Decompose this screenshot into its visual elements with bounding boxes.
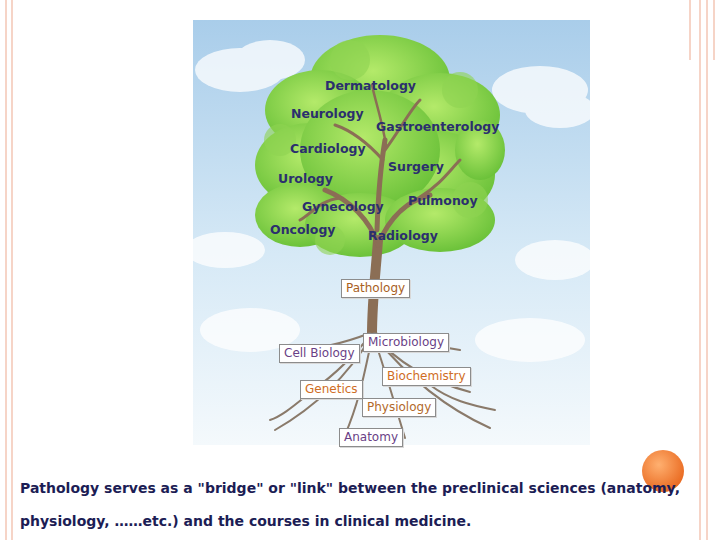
subject-name: Pathology: [346, 281, 405, 296]
subject-box: Physiology: [362, 398, 436, 417]
subject-name: Anatomy: [344, 430, 398, 445]
specialty-label: Oncology: [270, 222, 336, 237]
subject-name: Physiology: [367, 400, 431, 415]
subject-box: Anatomy: [339, 428, 403, 447]
subject-name: Microbiology: [368, 335, 444, 350]
specialty-label: Cardiology: [290, 141, 366, 156]
slide-caption: Pathology serves as a "bridge" or "link"…: [20, 472, 710, 538]
specialty-label: Pulmonoy: [408, 193, 478, 208]
specialty-label: Surgery: [388, 159, 444, 174]
subject-box: Genetics: [300, 380, 363, 399]
subject-box: Cell Biology: [279, 344, 360, 363]
specialty-label: Neurology: [291, 106, 364, 121]
subject-box: Pathology: [341, 279, 410, 298]
subject-name: Genetics: [305, 382, 358, 397]
subject-box: Biochemistry: [382, 367, 471, 386]
subject-name: Biochemistry: [387, 369, 466, 384]
specialty-label: Gynecology: [302, 199, 384, 214]
specialty-label: Dermatology: [325, 78, 416, 93]
specialty-label: Urology: [278, 171, 333, 186]
subject-box: Microbiology: [363, 333, 449, 352]
specialty-label: Radiology: [368, 228, 438, 243]
subject-name: Cell Biology: [284, 346, 355, 361]
specialty-label: Gastroenterology: [376, 119, 499, 134]
